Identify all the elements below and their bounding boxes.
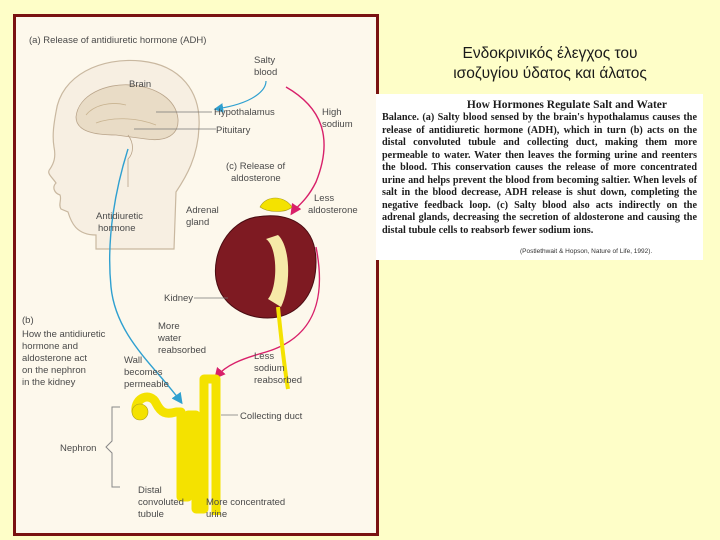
caption-heading: How Hormones Regulate Salt and Water — [466, 99, 667, 111]
salty-blood-arrow — [213, 80, 267, 113]
figure-illustration: (a) Release of antidiuretic hormone (ADH… — [22, 35, 358, 520]
label-distal-1: Distal — [138, 485, 162, 496]
high-sodium-arrow — [285, 86, 325, 216]
label-b: (b) — [22, 315, 34, 326]
adh-figure: (a) Release of antidiuretic hormone (ADH… — [13, 14, 379, 536]
label-pituitary: Pituitary — [216, 125, 251, 136]
caption-source: (Postlethwait & Hopson, Nature of Life, … — [520, 248, 653, 255]
label-high: High — [322, 107, 342, 118]
adh-arrow — [108, 148, 183, 405]
label-b-line5: on the nephron — [22, 365, 86, 376]
label-sodium: sodium — [322, 119, 353, 130]
label-blood: blood — [254, 67, 277, 78]
label-b-line6: in the kidney — [22, 377, 76, 388]
label-aldosterone: aldosterone — [231, 173, 281, 184]
nephron-illustration — [131, 374, 221, 515]
label-b-line2: How the antidiuretic — [22, 329, 106, 340]
label-more-conc-2: urine — [206, 509, 227, 520]
slide-title: Ενδοκρινικός έλεγχος του ισοζυγίου ύδατο… — [395, 44, 705, 84]
label-b-line3: hormone and — [22, 341, 78, 352]
caption-box: How Hormones Regulate Salt and Water Bal… — [376, 94, 703, 260]
label-kidney: Kidney — [164, 293, 193, 304]
caption-body: Balance. (a) Salty blood sensed by the b… — [382, 112, 697, 236]
title-line-2: ισοζυγίου ύδατος και άλατος — [453, 65, 647, 82]
label-collecting-duct: Collecting duct — [240, 411, 303, 422]
label-distal-3: tubule — [138, 509, 164, 520]
kidney-illustration — [214, 197, 317, 390]
label-brain: Brain — [129, 79, 151, 90]
label-nephron: Nephron — [60, 443, 96, 454]
label-becomes: becomes — [124, 367, 163, 378]
figure-label-a: (a) Release of antidiuretic hormone (ADH… — [29, 35, 206, 46]
label-less-ald-2: aldosterone — [308, 205, 358, 216]
label-more-water-1: More — [158, 321, 180, 332]
head-outline — [48, 59, 200, 250]
label-more-water-3: reabsorbed — [158, 345, 206, 356]
label-less-ald-1: Less — [314, 193, 334, 204]
label-gland: gland — [186, 217, 209, 228]
label-less-sodium-3: reabsorbed — [254, 375, 302, 386]
nephron-brace — [105, 406, 120, 488]
label-hormone: hormone — [98, 223, 136, 234]
label-b-line4: aldosterone act — [22, 353, 87, 364]
label-distal-2: convoluted — [138, 497, 184, 508]
label-permeable: permeable — [124, 379, 169, 390]
label-more-conc-1: More concentrated — [206, 497, 285, 508]
label-adrenal: Adrenal — [186, 205, 219, 216]
label-wall: Wall — [124, 355, 142, 366]
leader-lines — [134, 111, 238, 416]
title-line-1: Ενδοκρινικός έλεγχος του — [462, 45, 638, 62]
label-salty: Salty — [254, 55, 275, 66]
label-release-c: (c) Release of — [226, 161, 285, 172]
label-hypothalamus: Hypothalamus — [214, 107, 275, 118]
label-antidiuretic: Antidiuretic — [96, 211, 143, 222]
label-less-sodium-2: sodium — [254, 363, 285, 374]
label-less-sodium-1: Less — [254, 351, 274, 362]
label-more-water-2: water — [157, 333, 181, 344]
